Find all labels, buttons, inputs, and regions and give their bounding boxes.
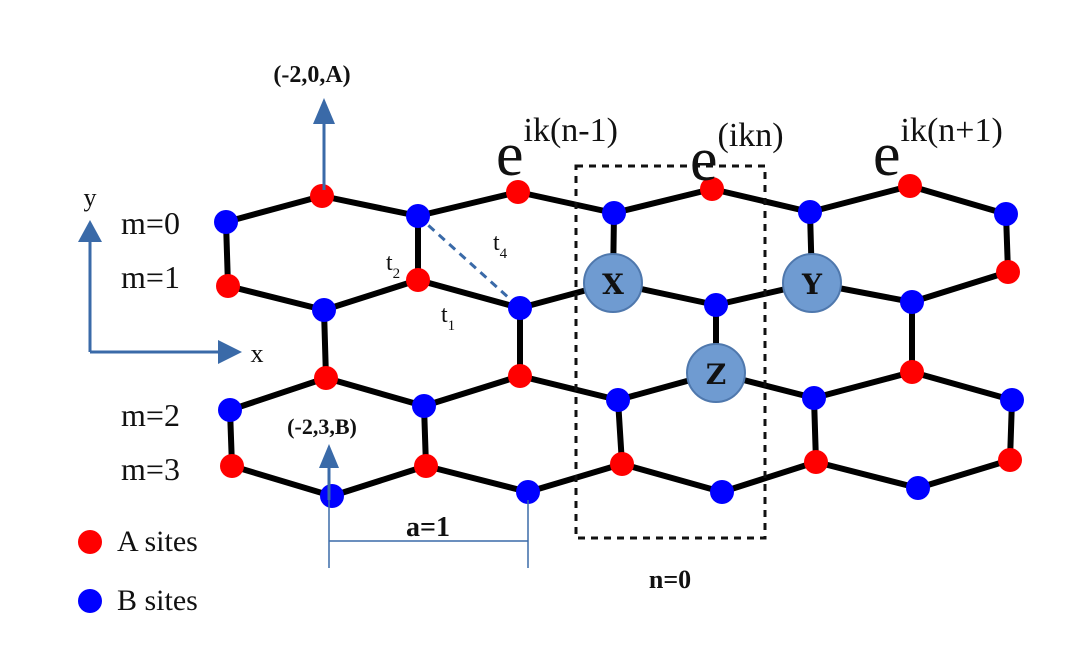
row-label-m1: m=1 (121, 259, 180, 295)
bond (619, 461, 725, 495)
bond (423, 463, 531, 495)
bond (907, 183, 1009, 217)
a-site (900, 360, 924, 384)
special-site-z: Z (686, 343, 746, 403)
bond (319, 193, 421, 219)
bond (415, 277, 523, 311)
lattice-constant-bracket (328, 500, 529, 568)
lattice-constant-label: a=1 (406, 512, 450, 543)
phase-right: eik(n+1) (873, 112, 1003, 189)
site-x-label: X (602, 268, 624, 301)
b-site (798, 200, 822, 224)
bond (807, 183, 913, 215)
bottom-coord-label: (-2,3,B) (287, 414, 357, 439)
bond (709, 186, 813, 215)
a-site (406, 268, 430, 292)
bond (915, 457, 1013, 491)
site-y-label: Y (801, 268, 823, 301)
b-site (906, 476, 930, 500)
a-site (996, 260, 1020, 284)
bond (225, 283, 327, 313)
hop-t4-label: t4 (493, 230, 508, 262)
a-site (220, 454, 244, 478)
b-site (412, 394, 436, 418)
b-site (994, 202, 1018, 226)
b-site (710, 480, 734, 504)
b-site (406, 204, 430, 228)
bond (329, 463, 429, 499)
bond (611, 186, 715, 216)
b-site (320, 484, 344, 508)
row-label-m3: m=3 (121, 451, 180, 487)
bond (517, 373, 621, 403)
a-site (998, 448, 1022, 472)
b-site (218, 398, 242, 422)
axis-y-label: y (84, 183, 97, 212)
xy-axes (78, 220, 242, 364)
bond (421, 373, 523, 409)
special-site-y: Y (782, 253, 842, 313)
bond (223, 193, 325, 225)
b-site (1000, 388, 1024, 412)
b-site (508, 296, 532, 320)
a-site (610, 452, 634, 476)
lattice-sites (214, 174, 1024, 508)
b-site (214, 210, 238, 234)
cell-index-label: n=0 (649, 565, 691, 594)
b-site (704, 293, 728, 317)
bond (229, 463, 335, 499)
bond (415, 189, 521, 219)
bond (811, 369, 915, 401)
b-site (606, 388, 630, 412)
b-site (900, 290, 924, 314)
axis-x-label: x (251, 339, 264, 368)
b-site (516, 480, 540, 504)
legend-a-label: A sites (117, 525, 198, 558)
a-site (314, 366, 338, 390)
a-site (700, 177, 724, 201)
row-label-m2: m=2 (121, 397, 180, 433)
a-site (898, 174, 922, 198)
legend-b-swatch (78, 589, 102, 613)
b-site (602, 201, 626, 225)
bond (227, 375, 329, 413)
bond (909, 369, 1015, 403)
a-site (506, 180, 530, 204)
phase-left: eik(n-1) (496, 112, 618, 189)
bond (719, 459, 819, 495)
lattice-bonds (223, 183, 1015, 499)
a-site (804, 450, 828, 474)
phase-center: e(ikn) (690, 117, 784, 194)
b-site (312, 298, 336, 322)
legend-a-swatch (78, 530, 102, 554)
bond (813, 459, 921, 491)
legend-b-label: B sites (117, 584, 198, 617)
bond (909, 269, 1011, 305)
row-label-m0: m=0 (121, 205, 180, 241)
b-site (802, 386, 826, 410)
a-site (310, 184, 334, 208)
hop-t1-label: t1 (441, 302, 455, 334)
a-site (216, 274, 240, 298)
a-site (508, 364, 532, 388)
site-z-label: Z (706, 358, 726, 391)
bond (321, 277, 421, 313)
top-coord-arrow (313, 98, 335, 190)
top-coord-label: (-2,0,A) (273, 62, 350, 88)
unit-cell-box (574, 164, 767, 540)
bond (323, 375, 427, 409)
t4-dashed-hop (416, 214, 522, 310)
hop-t2-label: t2 (386, 250, 400, 282)
legend: A sites B sites (78, 525, 198, 617)
special-site-x: X (583, 253, 643, 313)
a-site (414, 454, 438, 478)
bottom-coord-arrow (319, 444, 339, 500)
bond (515, 189, 617, 216)
